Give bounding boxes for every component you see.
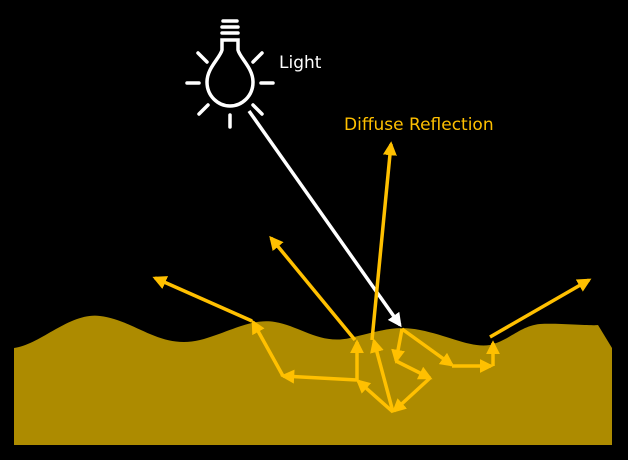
- ray: [400, 327, 455, 367]
- ray: [355, 379, 395, 414]
- ray: [489, 278, 592, 339]
- light-bulb-icon: [185, 19, 275, 129]
- reflection-rays: [152, 141, 592, 414]
- rough-surface: [14, 315, 612, 445]
- ray: [269, 235, 357, 342]
- ray: [395, 359, 433, 380]
- ray: [391, 328, 405, 364]
- diffuse-reflection-label: Diffuse Reflection: [344, 115, 494, 135]
- ray: [391, 376, 432, 413]
- light-label: Light: [279, 53, 322, 73]
- ray: [370, 338, 395, 413]
- ray: [370, 141, 397, 341]
- incident-light-ray: [247, 109, 402, 328]
- ray: [152, 276, 253, 323]
- ray: [251, 319, 285, 377]
- ray: [280, 369, 358, 384]
